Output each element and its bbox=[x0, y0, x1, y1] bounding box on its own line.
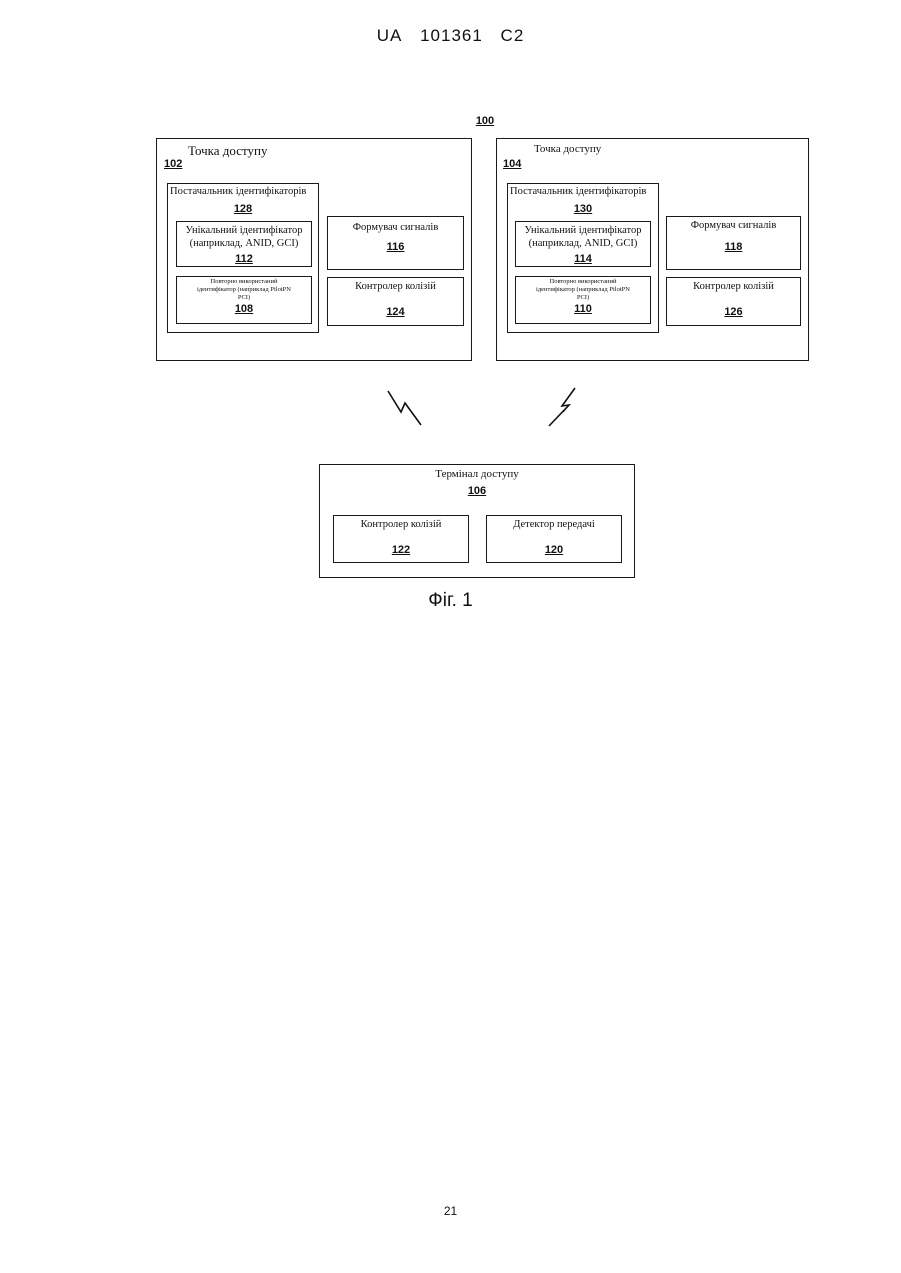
header-number: 101361 bbox=[420, 26, 483, 45]
signal-former-2-title: Формувач сигналів bbox=[667, 220, 800, 231]
unique-identifier-1-ref: 112 bbox=[177, 253, 311, 265]
signal-former-1: Формувач сигналів 116 bbox=[327, 216, 464, 270]
header-kind: C2 bbox=[501, 26, 525, 45]
reused-identifier-2-line2: ідентифікатор (наприклад PilotPN bbox=[516, 286, 650, 294]
access-point-2-ref: 104 bbox=[503, 158, 521, 170]
signal-former-2-ref: 118 bbox=[667, 241, 800, 253]
reused-identifier-2-ref: 110 bbox=[516, 303, 650, 315]
unique-identifier-1-line2: (наприклад, ANID, GCI) bbox=[177, 237, 311, 250]
collision-controller-2: Контролер колізій 126 bbox=[666, 277, 801, 326]
reused-identifier-1-ref: 108 bbox=[177, 303, 311, 315]
access-terminal: Термінал доступу 106 Контролер колізій 1… bbox=[319, 464, 635, 578]
collision-controller-1: Контролер колізій 124 bbox=[327, 277, 464, 326]
reused-identifier-1-line1: Повторно використаний bbox=[177, 278, 311, 286]
access-terminal-title: Термінал доступу bbox=[320, 468, 634, 480]
wireless-link-icon bbox=[545, 386, 579, 428]
transmission-detector-title: Детектор передачі bbox=[487, 519, 621, 530]
reused-identifier-2: Повторно використаний ідентифікатор (нап… bbox=[515, 276, 651, 324]
identifier-provider-1: Постачальник ідентифікаторів 128 Унікаль… bbox=[167, 183, 319, 333]
access-point-1: Точка доступу 102 Постачальник ідентифік… bbox=[156, 138, 472, 361]
terminal-collision-controller-ref: 122 bbox=[334, 544, 468, 556]
identifier-provider-2: Постачальник ідентифікаторів 130 Унікаль… bbox=[507, 183, 659, 333]
identifier-provider-2-title: Постачальник ідентифікаторів bbox=[510, 186, 646, 197]
collision-controller-2-ref: 126 bbox=[667, 306, 800, 318]
collision-controller-1-ref: 124 bbox=[328, 306, 463, 318]
reused-identifier-1: Повторно використаний ідентифікатор (нап… bbox=[176, 276, 312, 324]
access-point-2: Точка доступу 104 Постачальник ідентифік… bbox=[496, 138, 809, 361]
access-point-1-ref: 102 bbox=[164, 158, 182, 170]
wireless-link-icon bbox=[385, 388, 425, 428]
system-ref: 100 bbox=[470, 115, 500, 127]
header-country: UA bbox=[377, 26, 403, 45]
unique-identifier-2: Унікальний ідентифікатор (наприклад, ANI… bbox=[515, 221, 651, 267]
signal-former-1-title: Формувач сигналів bbox=[328, 222, 463, 233]
signal-former-2: Формувач сигналів 118 bbox=[666, 216, 801, 270]
reused-identifier-1-line2: ідентифікатор (наприклад PilotPN bbox=[177, 286, 311, 294]
identifier-provider-1-ref: 128 bbox=[168, 203, 318, 215]
reused-identifier-2-line1: Повторно використаний bbox=[516, 278, 650, 286]
unique-identifier-2-line2: (наприклад, ANID, GCI) bbox=[516, 237, 650, 250]
unique-identifier-2-ref: 114 bbox=[516, 253, 650, 265]
transmission-detector: Детектор передачі 120 bbox=[486, 515, 622, 563]
collision-controller-2-title: Контролер колізій bbox=[667, 281, 800, 292]
access-point-1-title: Точка доступу bbox=[188, 143, 267, 159]
signal-former-1-ref: 116 bbox=[328, 241, 463, 253]
figure-caption: Фіг. 1 bbox=[0, 590, 901, 612]
terminal-collision-controller: Контролер колізій 122 bbox=[333, 515, 469, 563]
unique-identifier-1: Унікальний ідентифікатор (наприклад, ANI… bbox=[176, 221, 312, 267]
page-number: 21 bbox=[0, 1204, 901, 1218]
unique-identifier-1-line1: Унікальний ідентифікатор bbox=[177, 224, 311, 237]
access-point-2-title: Точка доступу bbox=[534, 143, 601, 155]
identifier-provider-2-ref: 130 bbox=[508, 203, 658, 215]
collision-controller-1-title: Контролер колізій bbox=[328, 281, 463, 292]
identifier-provider-1-title: Постачальник ідентифікаторів bbox=[170, 186, 306, 197]
transmission-detector-ref: 120 bbox=[487, 544, 621, 556]
reused-identifier-2-line3: PCI) bbox=[516, 294, 650, 302]
unique-identifier-2-line1: Унікальний ідентифікатор bbox=[516, 224, 650, 237]
patent-header: UA 101361 C2 bbox=[0, 26, 901, 46]
terminal-collision-controller-title: Контролер колізій bbox=[334, 519, 468, 530]
reused-identifier-1-line3: PCI) bbox=[177, 294, 311, 302]
access-terminal-ref: 106 bbox=[320, 485, 634, 497]
